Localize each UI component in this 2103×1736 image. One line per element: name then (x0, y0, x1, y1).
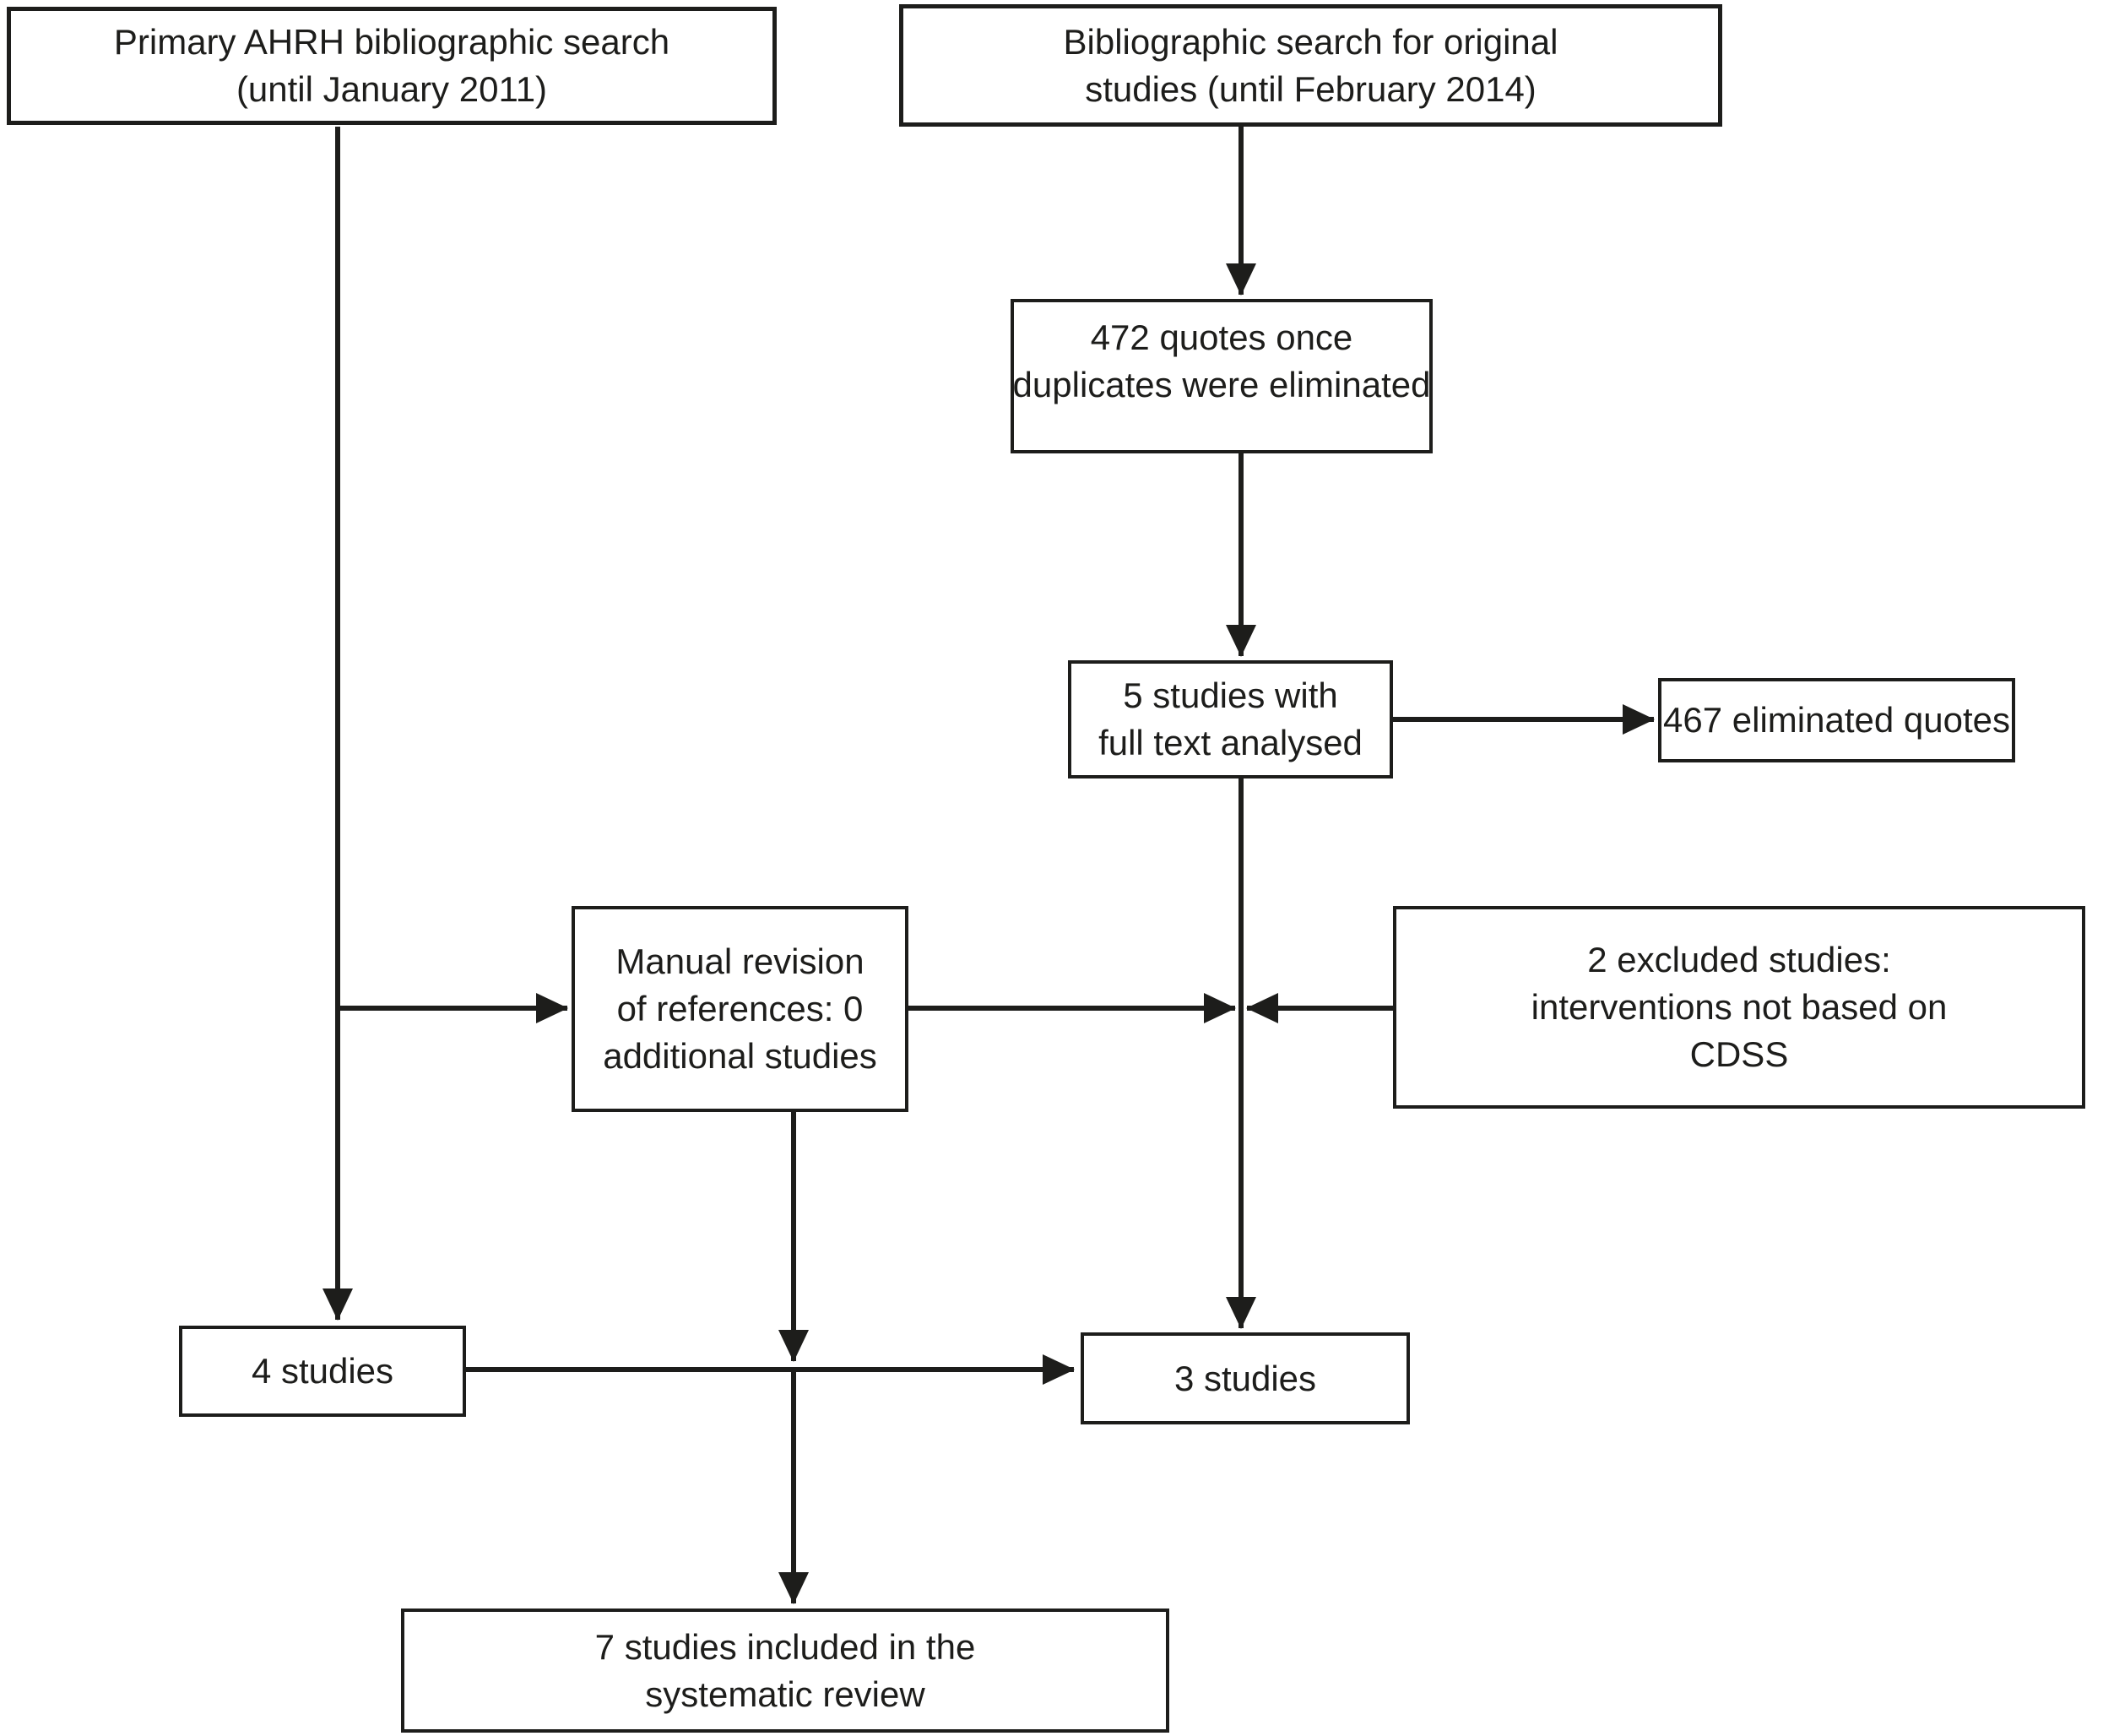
node-text-line: Bibliographic search for original (1063, 21, 1558, 62)
flow-node-3-studies: 3 studies (1081, 1332, 1410, 1424)
node-text-line: interventions not based on (1531, 987, 1948, 1027)
flow-node-7-studies-included: 7 studies included in the systematic rev… (401, 1609, 1169, 1733)
node-text-line: 4 studies (251, 1351, 394, 1391)
node-text-line: 5 studies with (1123, 675, 1338, 715)
flow-node-467-eliminated-quotes: 467 eliminated quotes (1658, 678, 2015, 762)
node-text-line: duplicates were eliminated (1012, 364, 1431, 404)
node-text-line: 3 studies (1173, 1358, 1317, 1398)
node-text-line: Primary AHRH bibliographic search (113, 22, 670, 62)
node-text-line: 2 excluded studies: (1587, 940, 1891, 979)
flow-node-manual-revision: Manual revision of references: 0 additio… (572, 906, 908, 1112)
node-text-line: of references: 0 (616, 989, 864, 1028)
node-text-line: 7 studies included in the (594, 1626, 976, 1667)
node-text-line: additional studies (603, 1036, 877, 1076)
node-text-line: studies (until February 2014) (1085, 68, 1537, 109)
node-text-line: Manual revision (615, 941, 865, 981)
flow-node-primary-search: Primary AHRH bibliographic search (until… (7, 7, 777, 125)
node-text-line: 467 eliminated quotes (1663, 700, 2010, 740)
flow-node-2-excluded-studies: 2 excluded studies: interventions not ba… (1393, 906, 2085, 1109)
flow-node-4-studies: 4 studies (179, 1326, 466, 1417)
flow-node-biblio-search: Bibliographic search for original studie… (899, 4, 1722, 127)
node-text-line: systematic review (645, 1674, 925, 1714)
node-text-line: full text analysed (1098, 723, 1363, 762)
node-text-line: CDSS (1689, 1034, 1789, 1074)
node-text-line: 472 quotes once (1090, 317, 1353, 357)
flow-node-472-quotes: 472 quotes once duplicates were eliminat… (1011, 299, 1433, 453)
node-text-line: (until January 2011) (236, 69, 548, 109)
flow-node-5-studies-full-text: 5 studies with full text analysed (1068, 660, 1393, 778)
